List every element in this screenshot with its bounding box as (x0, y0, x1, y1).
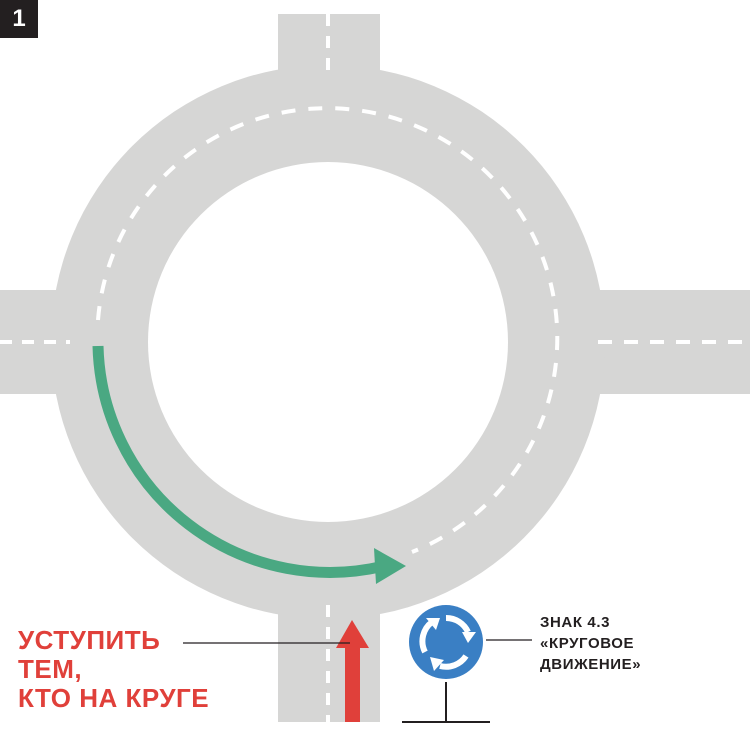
yield-line-1: УСТУПИТЬ (18, 625, 161, 655)
sign-caption: ЗНАК 4.3 «КРУГОВОЕ ДВИЖЕНИЕ» (540, 612, 641, 675)
figure-number-badge: 1 (0, 0, 38, 38)
sign-caption-line-1: ЗНАК 4.3 (540, 614, 611, 631)
lane-markings (0, 14, 750, 722)
yield-instruction-text: УСТУПИТЬ ТЕМ, КТО НА КРУГЕ (18, 626, 209, 713)
yield-line-3: КТО НА КРУГЕ (18, 683, 210, 713)
central-island (148, 162, 508, 522)
sign-caption-line-2: «КРУГОВОЕ (540, 635, 635, 652)
circulation-path-arrow (92, 345, 406, 584)
ring-lane-line (96, 106, 560, 554)
yield-line-2: ТЕМ, (18, 654, 83, 684)
roundabout-sign-icon (402, 602, 490, 723)
path-arrowhead (374, 548, 406, 584)
entry-arrow (336, 620, 369, 722)
sign-caption-line-3: ДВИЖЕНИЕ» (540, 656, 642, 673)
